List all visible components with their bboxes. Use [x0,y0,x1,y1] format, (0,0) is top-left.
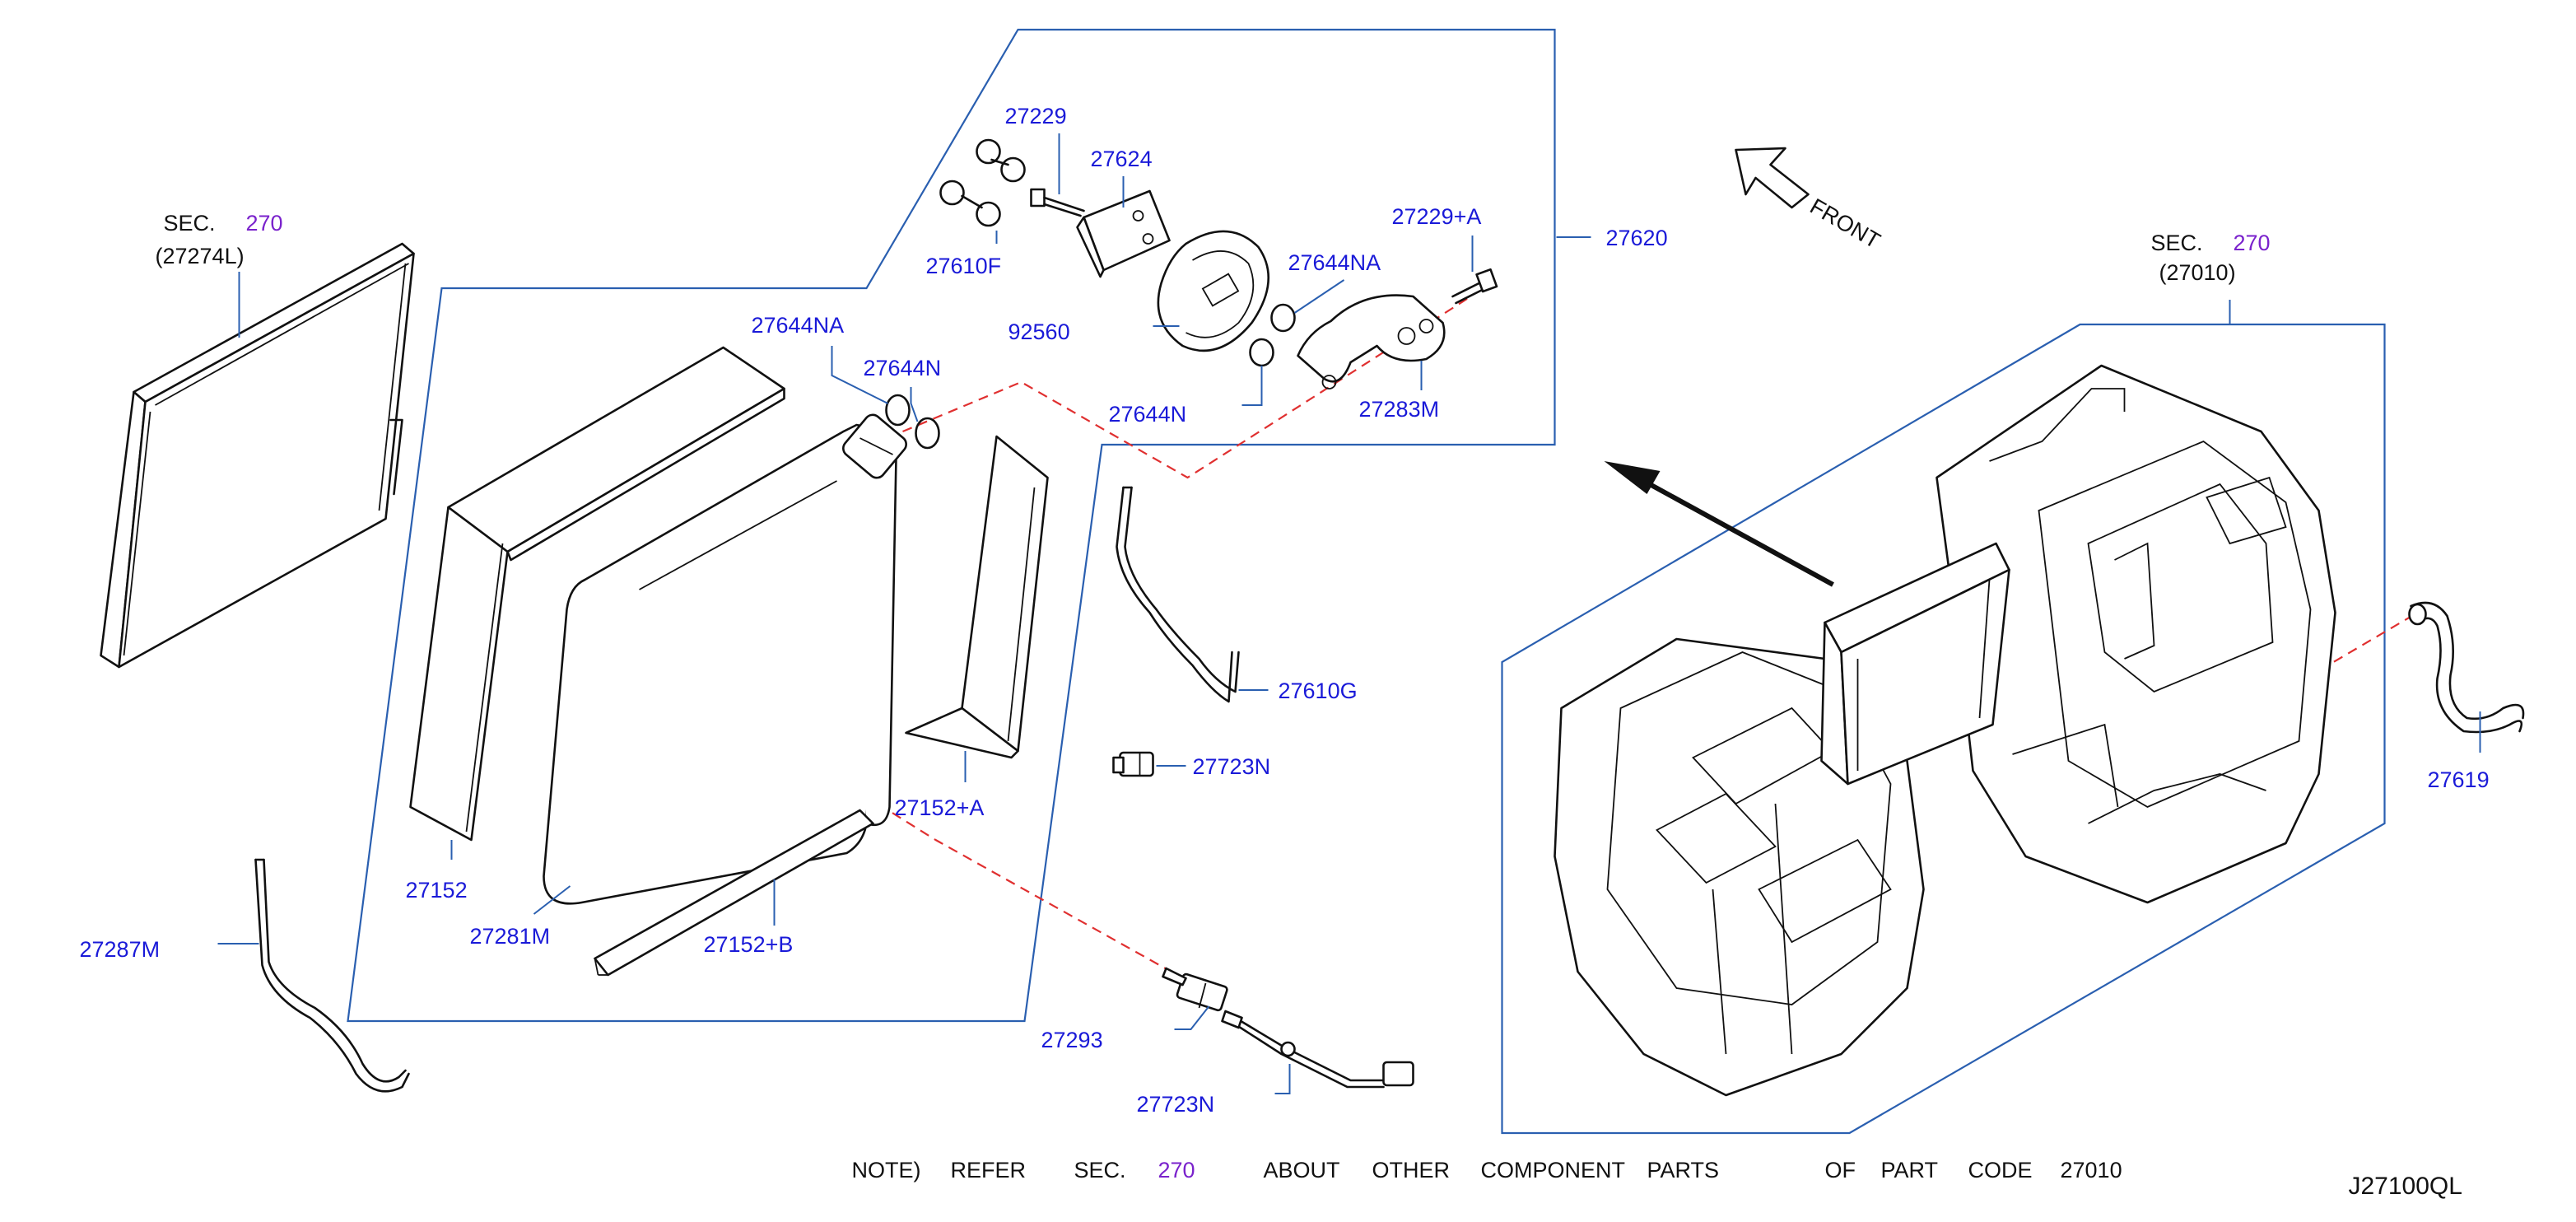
drain-hose-part [254,858,410,1093]
assembly-direction-arrow [1604,461,1834,587]
label-27644n-top: 27644N [1109,402,1187,427]
o-ring-27644na-left [885,394,911,427]
bolt-27229 [1030,188,1085,217]
label-27644na-left: 27644NA [752,313,845,338]
label-27287m: 27287M [80,937,161,962]
sec-ref-unit-code: (27010) [2159,260,2236,285]
label-27620: 27620 [1606,226,1668,250]
label-27619: 27619 [2428,767,2490,792]
note-code: CODE [1968,1158,2033,1182]
label-27723n-top: 27723N [1193,754,1271,779]
sec-ref-filter-code: (27274L) [156,244,245,268]
note-about: ABOUT [1264,1158,1340,1182]
o-ring-27644na-top [1270,303,1296,333]
seal-a-part [905,435,1049,759]
sec-ref-filter-sec: SEC. [164,211,216,236]
pipe-27283m [1297,294,1446,389]
note-component: COMPONENT [1481,1158,1626,1182]
heater-unit-frame [1501,323,2386,1135]
sec-ref-unit-sec: SEC. [2151,231,2203,255]
valve-block-27624 [1076,189,1171,278]
label-27610f: 27610F [926,254,1002,278]
note-prefix: NOTE) [852,1158,921,1182]
harness-27723n-part [1221,1010,1414,1089]
note-code-num: 27010 [2061,1158,2122,1182]
fitting-27610f [939,138,1026,227]
note-of: OF [1825,1158,1856,1182]
hose-27610g-part [1116,486,1240,703]
o-ring-27644n-left [915,417,940,450]
evaporator-core-part [543,413,907,905]
diagram-id: J27100QL [2349,1173,2462,1200]
o-ring-27644n-top [1249,338,1274,367]
drain-hose-27619-part [2408,601,2525,734]
label-27610g: 27610G [1279,679,1358,703]
front-label: FRONT [1806,194,1885,253]
air-filter-part [100,242,415,669]
label-27152: 27152 [406,878,468,903]
evaporator-group-frame [347,28,1556,1023]
note-sec-num: 270 [1158,1158,1195,1182]
bolt-27229a [1451,268,1498,305]
label-27624: 27624 [1091,147,1153,171]
heater-core-seal-part [409,346,785,842]
label-27283m: 27283M [1359,397,1440,422]
note-refer: REFER [951,1158,1027,1182]
label-27229-a: 27229+A [1392,204,1482,229]
case-92560 [1157,230,1270,352]
sec-ref-unit-num: 270 [2234,231,2271,255]
label-27152-a: 27152+A [895,795,985,820]
note-part: PART [1881,1158,1939,1182]
front-arrow [1735,147,1810,209]
label-27152-b: 27152+B [704,932,794,957]
label-27644n-left: 27644N [864,356,942,380]
note-sec: SEC. [1074,1158,1126,1182]
seal-b-part [594,809,874,977]
sec-ref-filter-num: 270 [246,211,283,236]
label-27644na-top: 27644NA [1288,250,1381,275]
note-parts: PARTS [1647,1158,1720,1182]
note-other: OTHER [1372,1158,1451,1182]
label-92560: 92560 [1009,319,1070,344]
footer-note: NOTE) REFER SEC. 270 ABOUT OTHER COMPONE… [852,1158,2122,1182]
sensor-27293-part [1162,967,1228,1012]
connector-27723n-part [1112,751,1154,777]
label-27723n-bottom: 27723N [1137,1092,1215,1117]
leader-lines [217,133,2481,1094]
label-27229: 27229 [1005,104,1067,128]
label-27281m: 27281M [470,924,551,949]
label-27293: 27293 [1041,1028,1103,1052]
heater-unit-part [1554,364,2336,1097]
